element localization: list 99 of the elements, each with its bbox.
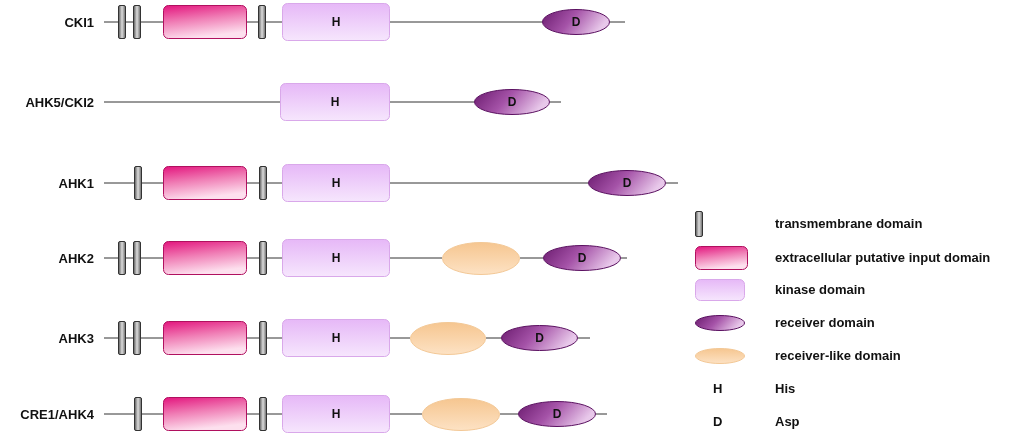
legend-text: kinase domain [775,282,866,297]
protein-backbone-line [125,337,134,339]
protein-backbone-line [246,21,259,23]
aspartate-letter: D [577,251,587,265]
kinase-domain [282,395,390,433]
protein-backbone-line [620,257,628,259]
protein-backbone-line [246,182,260,184]
protein-backbone-line [389,413,423,415]
legend-text: His [775,381,796,396]
protein-name: AHK3 [10,328,104,348]
receiver-domain [501,325,578,351]
protein-name: AHK1 [10,173,104,193]
transmembrane-domain [118,241,126,275]
kinase-domain [282,164,390,202]
transmembrane-domain [118,321,126,355]
transmembrane-domain [133,241,141,275]
receiver-domain [542,9,610,35]
receiver-like-domain [442,241,520,275]
protein-backbone-line [595,413,608,415]
aspartate-letter: D [535,331,544,345]
transmembrane-domain [258,5,266,39]
aspartate-letter: D [507,95,517,109]
kinase-domain [282,239,390,277]
protein-name: CKI1 [10,12,104,32]
protein-backbone-line [265,21,283,23]
legend-text: receiver-like domain [775,348,901,363]
protein-backbone-line [125,21,134,23]
extracellular-domain [163,321,247,355]
legend-text: Asp [775,414,800,429]
extracellular-domain [163,241,247,275]
protein-backbone-line [246,257,260,259]
protein-backbone-line [389,257,443,259]
protein-backbone-line [499,413,519,415]
aspartate-letter: D [571,15,581,29]
protein-backbone-line [266,337,283,339]
protein-backbone-line [266,257,283,259]
protein-name: AHK5/CKI2 [0,92,104,112]
histidine-letter: H [331,407,341,421]
protein-backbone-line [389,182,589,184]
kinase-domain [280,83,390,121]
kinase-domain [282,3,390,41]
protein-backbone-line [389,101,475,103]
protein-backbone-line [609,21,626,23]
receiver-like-domain [422,397,500,431]
receiver-domain [543,245,621,271]
transmembrane-domain [133,5,141,39]
receiver-domain [518,401,596,427]
transmembrane-domain [259,397,267,431]
legend-text: receiver domain [775,315,875,330]
transmembrane-domain [118,5,126,39]
histidine-letter: H [331,331,341,345]
extracellular-domain [163,5,247,39]
histidine-letter: H [331,176,341,190]
extracellular-domain [163,397,247,431]
protein-backbone-line [246,413,260,415]
protein-backbone-line [103,101,281,103]
transmembrane-domain [133,321,141,355]
transmembrane-domain [134,397,142,431]
protein-backbone-line [103,21,119,23]
protein-backbone-line [519,257,544,259]
legend-text: transmembrane domain [775,216,923,231]
protein-backbone-line [549,101,562,103]
aspartate-letter: D [713,414,723,429]
protein-backbone-line [140,257,164,259]
kinase-domain [282,319,390,357]
extracellular-domain [163,166,247,200]
legend-text: extracellular putative input domain [775,250,991,265]
protein-backbone-line [103,257,119,259]
protein-backbone-line [485,337,502,339]
protein-backbone-line [103,413,135,415]
histidine-letter: H [331,251,341,265]
protein-backbone-line [140,21,164,23]
protein-backbone-line [389,337,411,339]
protein-backbone-line [577,337,591,339]
protein-backbone-line [141,182,164,184]
protein-backbone-line [665,182,679,184]
aspartate-letter: D [622,176,632,190]
receiver-like-domain [410,321,486,355]
histidine-letter: H [331,15,341,29]
histidine-letter: H [330,95,340,109]
protein-backbone-line [246,337,260,339]
protein-backbone-line [103,182,135,184]
histidine-letter: H [713,381,723,396]
receiver-domain [588,170,666,196]
transmembrane-domain [134,166,142,200]
protein-backbone-line [140,337,164,339]
protein-backbone-line [141,413,164,415]
aspartate-letter: D [552,407,562,421]
protein-name: AHK2 [10,248,104,268]
transmembrane-domain [259,321,267,355]
protein-name: CRE1/AHK4 [0,404,104,424]
receiver-domain [474,89,550,115]
transmembrane-domain [259,241,267,275]
protein-backbone-line [266,182,283,184]
transmembrane-domain [259,166,267,200]
protein-backbone-line [103,337,119,339]
protein-backbone-line [125,257,134,259]
protein-backbone-line [389,21,543,23]
protein-backbone-line [266,413,283,415]
